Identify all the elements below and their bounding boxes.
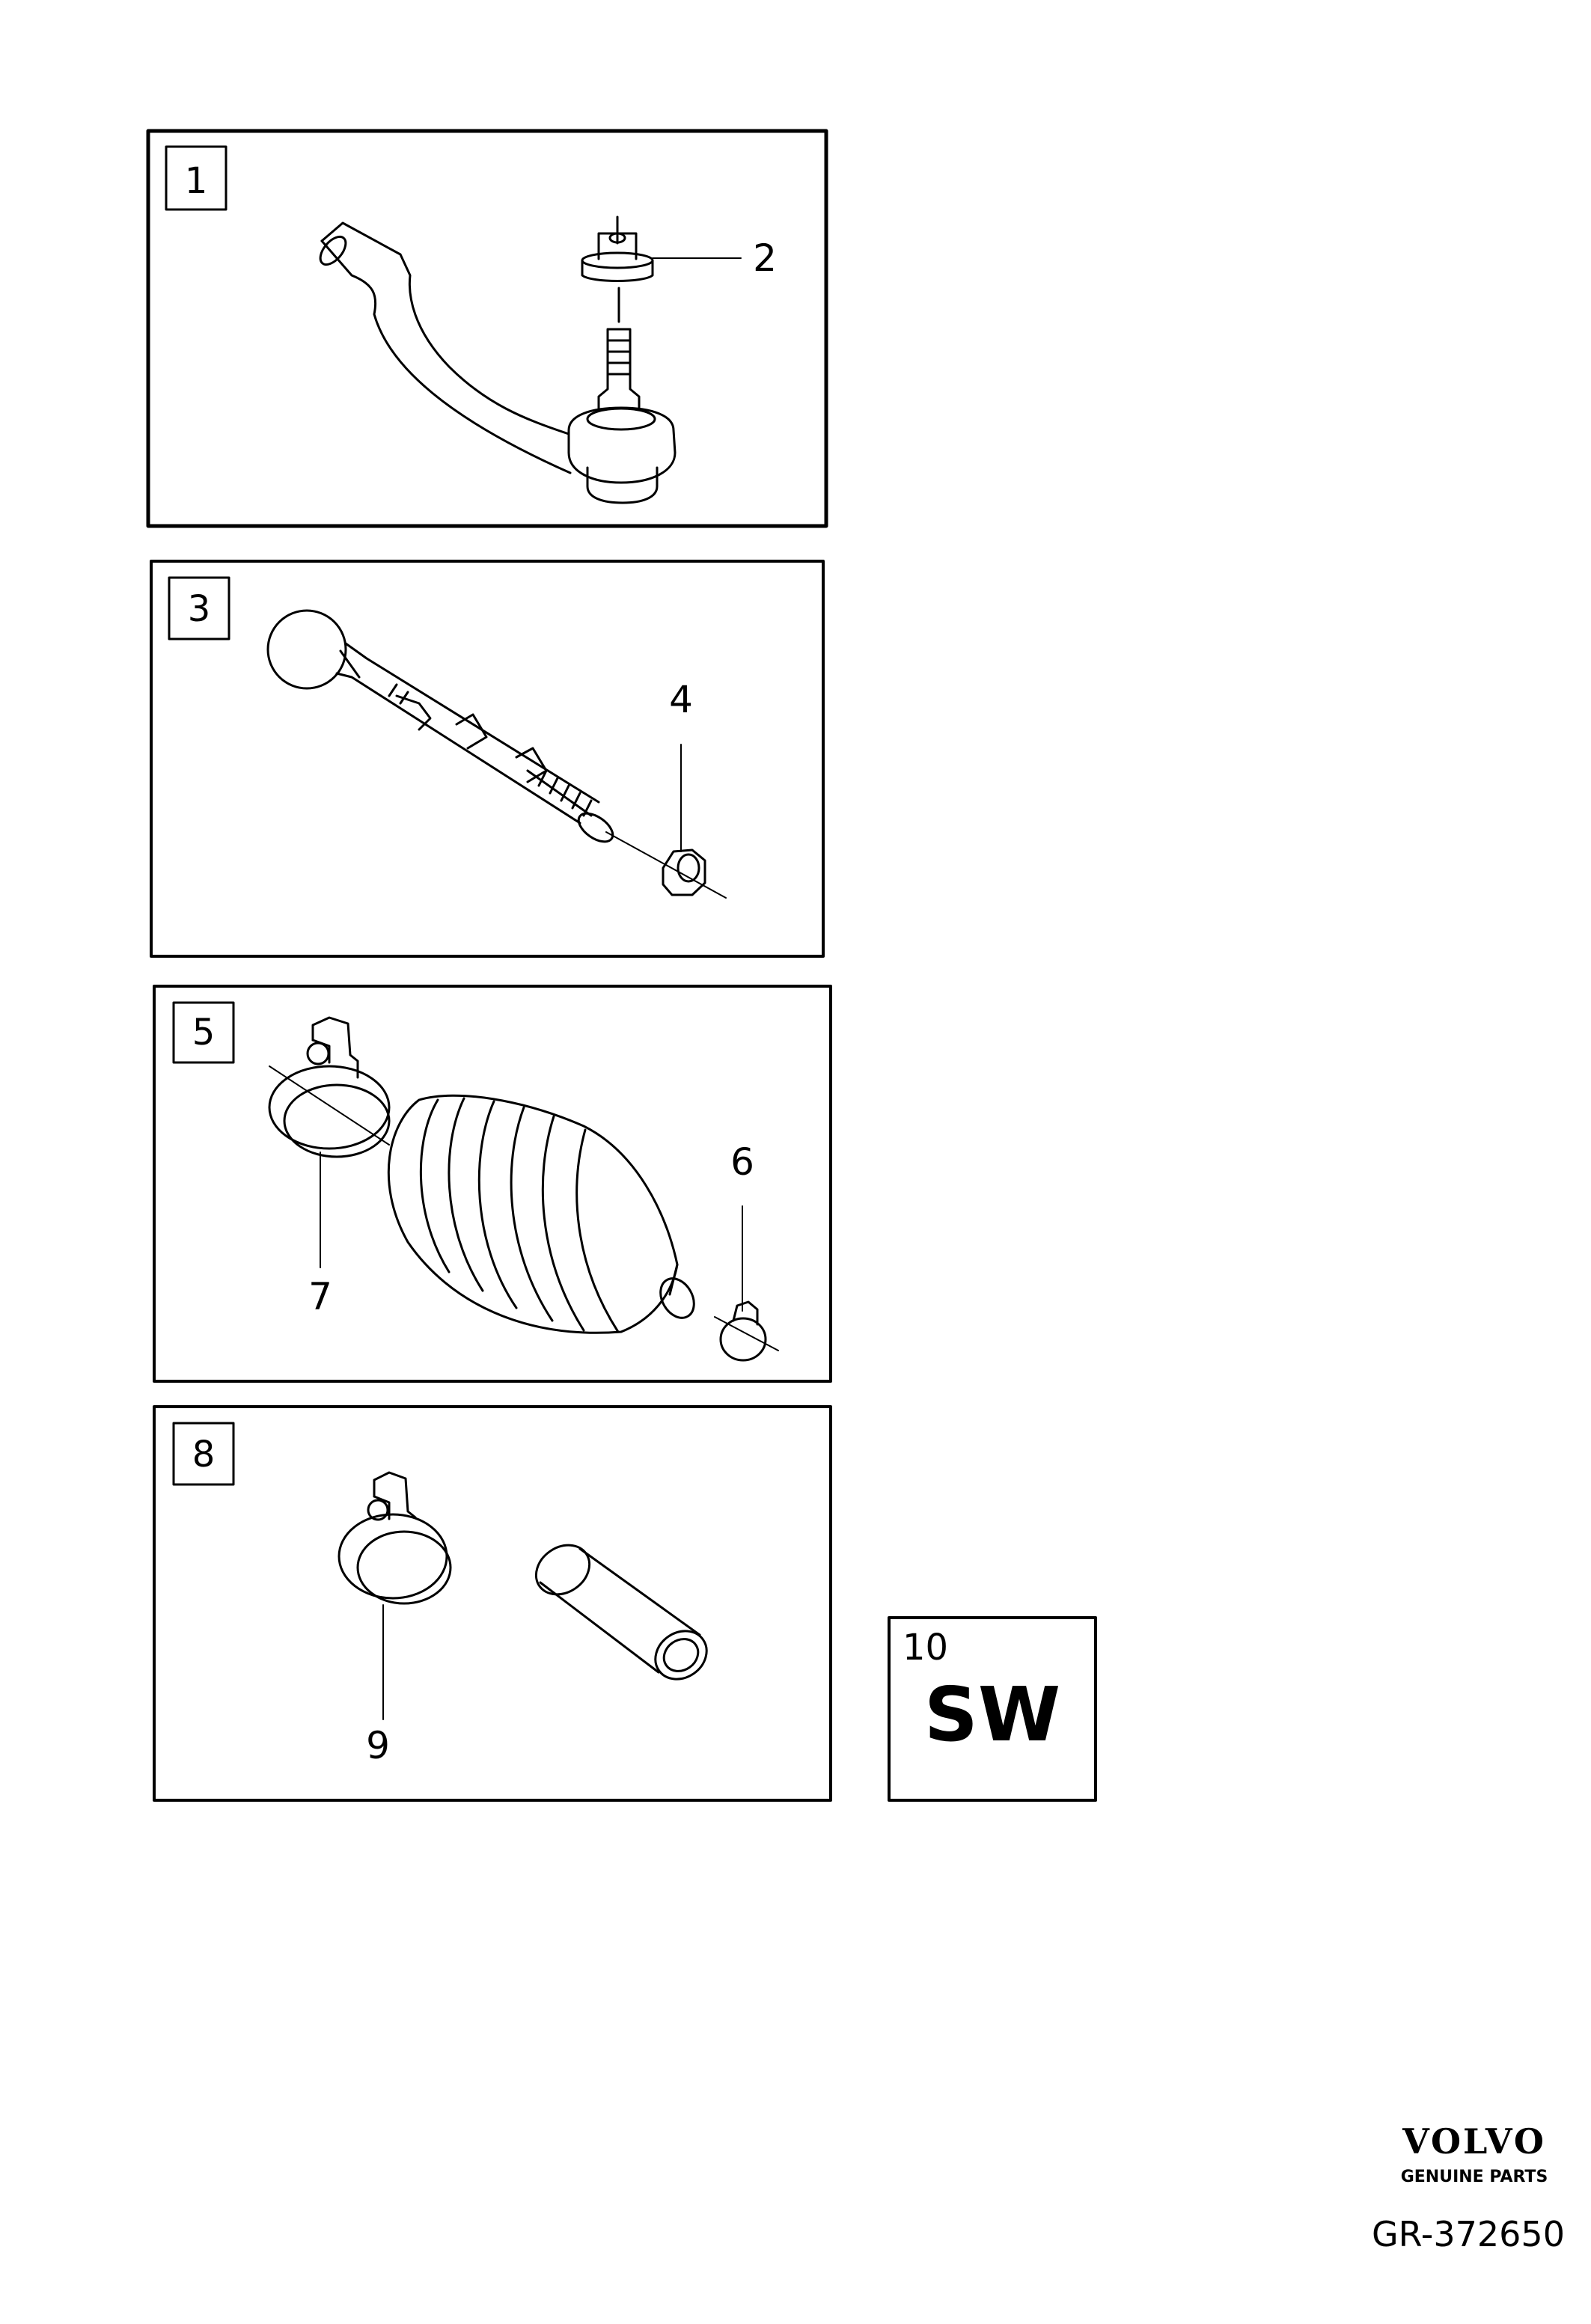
sleeve-illustration (534, 1544, 708, 1681)
panel-1 (146, 129, 828, 528)
callout-9: 9 (366, 1724, 390, 1767)
panel-8-label: 8 (192, 1434, 216, 1476)
inner-tie-rod-illustration (266, 609, 727, 899)
volvo-logo: VOLVO (1402, 2121, 1546, 2162)
panel-5-label-box (172, 1001, 235, 1064)
panel-5-label: 5 (192, 1012, 216, 1054)
panel-8-label-box (172, 1422, 235, 1486)
sw-code: SW (924, 1671, 1060, 1758)
small-clamp-illustration (714, 1300, 779, 1362)
hose-clamp-illustration (338, 1471, 452, 1605)
panel-1-frame (146, 129, 828, 528)
bellows-boot-illustration (387, 1094, 695, 1334)
panel-3-label-box (168, 576, 230, 640)
callout-4: 4 (669, 678, 693, 721)
sw-frame (888, 1616, 1097, 1802)
panel-3-frame (150, 560, 825, 958)
panel-1-label: 1 (185, 160, 208, 202)
panel-5-frame (153, 985, 832, 1383)
panel-3 (150, 560, 825, 958)
panel-8 (153, 1405, 832, 1802)
callout-6: 6 (730, 1140, 754, 1184)
genuine-parts-tagline: GENUINE PARTS (1401, 2168, 1548, 2186)
callout-2: 2 (753, 236, 777, 280)
panel-3-label: 3 (188, 588, 211, 630)
sw-number: 10 (903, 1627, 948, 1669)
panel-5 (153, 985, 832, 1383)
tie-rod-end-illustration (319, 215, 677, 504)
reference-number: GR-372650 (1372, 2214, 1565, 2254)
panel-1-label-box (165, 145, 227, 211)
large-clamp-illustration (268, 1016, 391, 1158)
callout-7: 7 (308, 1275, 332, 1318)
panel-8-frame (153, 1405, 832, 1802)
